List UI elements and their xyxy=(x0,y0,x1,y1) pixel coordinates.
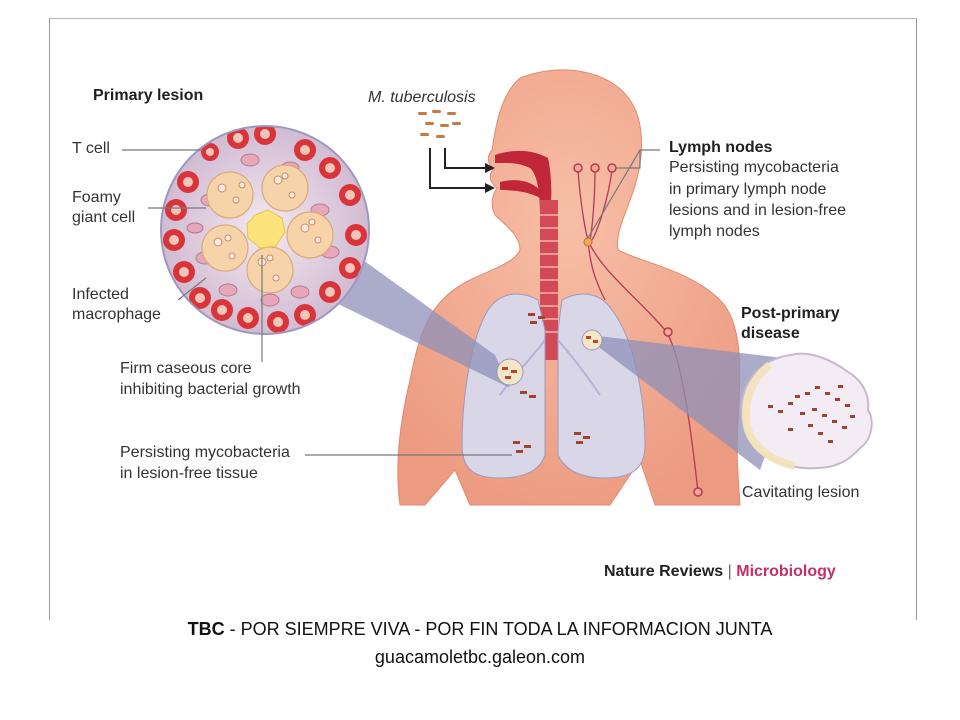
label-leaders xyxy=(122,149,660,456)
arrowhead-mouth xyxy=(485,183,495,193)
post-primary-title-line1: Post-primary xyxy=(741,305,840,322)
caseous-core-label-line2: inhibiting bacterial growth xyxy=(120,381,301,398)
lung-bacteria xyxy=(513,313,590,453)
nasal-cavity xyxy=(495,150,552,215)
post-primary-site-bacteria xyxy=(586,336,598,343)
caseous-core xyxy=(246,209,286,249)
oral-cavity xyxy=(500,180,540,198)
caseous-core-label-line1: Firm caseous core xyxy=(120,360,252,377)
incoming-bacteria xyxy=(418,110,461,138)
cavitating-lesion-label: Cavitating lesion xyxy=(742,484,860,501)
primary-lesion-title: Primary lesion xyxy=(93,87,204,104)
lymph-nodes-desc-line2: in primary lymph node xyxy=(669,181,827,198)
lymph-node-markers xyxy=(573,163,703,497)
persisting-tissue-label-line2: in lesion-free tissue xyxy=(120,465,258,482)
footer-line1: TBC - POR SIEMPRE VIVA - POR FIN TODA LA… xyxy=(0,619,960,640)
inhalation-arrows xyxy=(429,148,485,189)
lymph-nodes-desc-line1: Persisting mycobacteria xyxy=(669,159,839,176)
lymph-nodes-desc-line3: lesions and in lesion-free xyxy=(669,202,846,219)
footer-subtitle: - POR SIEMPRE VIVA - POR FIN TODA LA INF… xyxy=(224,619,773,639)
footer-website: guacamoletbc.galeon.com xyxy=(374,647,586,667)
infected-macrophage-label-line1: Infected xyxy=(72,286,129,303)
m-tuberculosis-label: M. tuberculosis xyxy=(368,89,476,106)
post-primary-site xyxy=(581,329,603,351)
credit-section: Microbiology xyxy=(736,563,836,580)
post-primary-title-line2: disease xyxy=(741,325,800,342)
foamy-giant-cell-label-line1: Foamy xyxy=(72,189,121,206)
primary-lesion-bacteria xyxy=(502,367,517,379)
lymph-nodes-desc-line4: lymph nodes xyxy=(669,223,760,240)
t-cell-label: T cell xyxy=(72,140,110,157)
source-credit: Nature Reviews | Microbiology xyxy=(604,563,836,581)
credit-journal: Nature Reviews xyxy=(604,563,724,580)
trachea-rings xyxy=(540,214,558,333)
primary-lesion-site xyxy=(496,358,524,386)
cavitating-lesion xyxy=(740,352,873,470)
lens-contents xyxy=(163,127,367,333)
persisting-tissue-label-line1: Persisting mycobacteria xyxy=(120,444,290,461)
footer-tbc: TBC xyxy=(187,619,225,639)
foamy-giant-cell-label-line2: giant cell xyxy=(72,209,136,226)
foamy-vacuoles xyxy=(213,172,322,282)
foamy-giant-cells xyxy=(201,164,334,294)
left-lung xyxy=(461,293,546,479)
slide-frame xyxy=(49,18,917,620)
arrowhead-nose xyxy=(485,163,495,173)
primary-lymph-node xyxy=(583,237,593,247)
cavitating-lesion-bacteria xyxy=(768,385,855,443)
lymph-nodes-title: Lymph nodes xyxy=(669,139,773,156)
t-cells xyxy=(163,127,367,333)
credit-separator: | xyxy=(727,563,732,580)
infected-macrophage-label-line2: macrophage xyxy=(72,306,161,323)
cavitating-lesion-rim xyxy=(742,361,796,470)
